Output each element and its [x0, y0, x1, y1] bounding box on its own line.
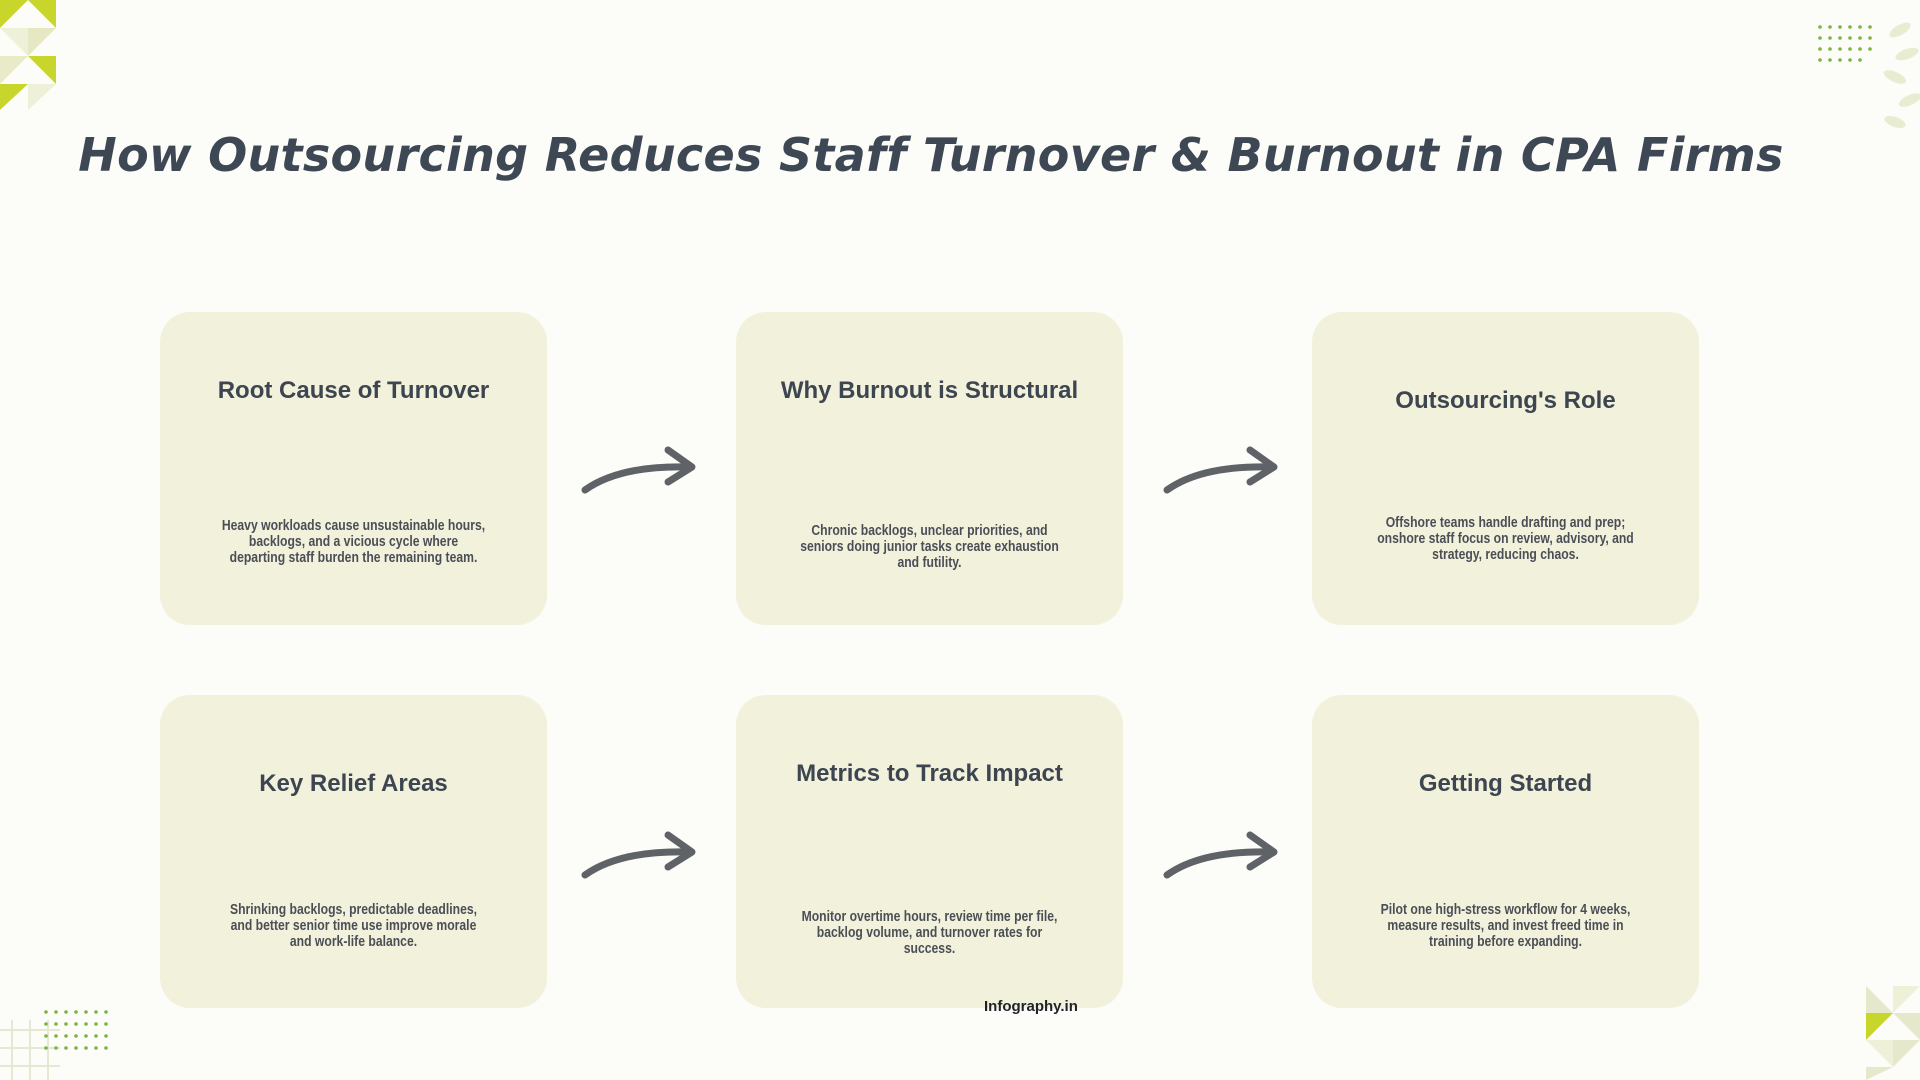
corner-dots-top-right: [1815, 22, 1920, 132]
card-description: Monitor overtime hours, review time per …: [797, 909, 1062, 957]
card-title: Metrics to Track Impact: [756, 761, 1103, 786]
corner-dots-bottom-left: [0, 1000, 120, 1080]
step-card-getting-started: Getting Started Pilot one high-stress wo…: [1312, 695, 1699, 1008]
step-card-root-cause: Root Cause of Turnover Heavy workloads c…: [160, 312, 547, 625]
arrow-right-icon: [580, 440, 700, 500]
brand-watermark: Infography.in: [984, 998, 1078, 1015]
corner-triangles-top-left: [0, 0, 56, 110]
arrow-right-icon: [1162, 825, 1282, 885]
card-title: Getting Started: [1332, 771, 1679, 796]
step-card-metrics: Metrics to Track Impact Monitor overtime…: [736, 695, 1123, 1008]
step-card-relief-areas: Key Relief Areas Shrinking backlogs, pre…: [160, 695, 547, 1008]
page-title: How Outsourcing Reduces Staff Turnover &…: [0, 128, 1862, 182]
card-title: Root Cause of Turnover: [180, 378, 527, 403]
arrow-right-icon: [580, 825, 700, 885]
corner-triangles-bottom-right: [1866, 986, 1920, 1080]
card-title: Outsourcing's Role: [1332, 388, 1679, 413]
card-description: Heavy workloads cause unsustainable hour…: [221, 518, 486, 566]
card-title: Key Relief Areas: [180, 771, 527, 796]
card-title: Why Burnout is Structural: [756, 378, 1103, 403]
arrow-right-icon: [1162, 440, 1282, 500]
step-card-outsourcing-role: Outsourcing's Role Offshore teams handle…: [1312, 312, 1699, 625]
step-card-structural-burnout: Why Burnout is Structural Chronic backlo…: [736, 312, 1123, 625]
card-description: Offshore teams handle drafting and prep;…: [1373, 515, 1638, 563]
card-description: Chronic backlogs, unclear priorities, an…: [797, 523, 1062, 571]
card-description: Shrinking backlogs, predictable deadline…: [221, 902, 486, 950]
card-description: Pilot one high-stress workflow for 4 wee…: [1373, 902, 1638, 950]
